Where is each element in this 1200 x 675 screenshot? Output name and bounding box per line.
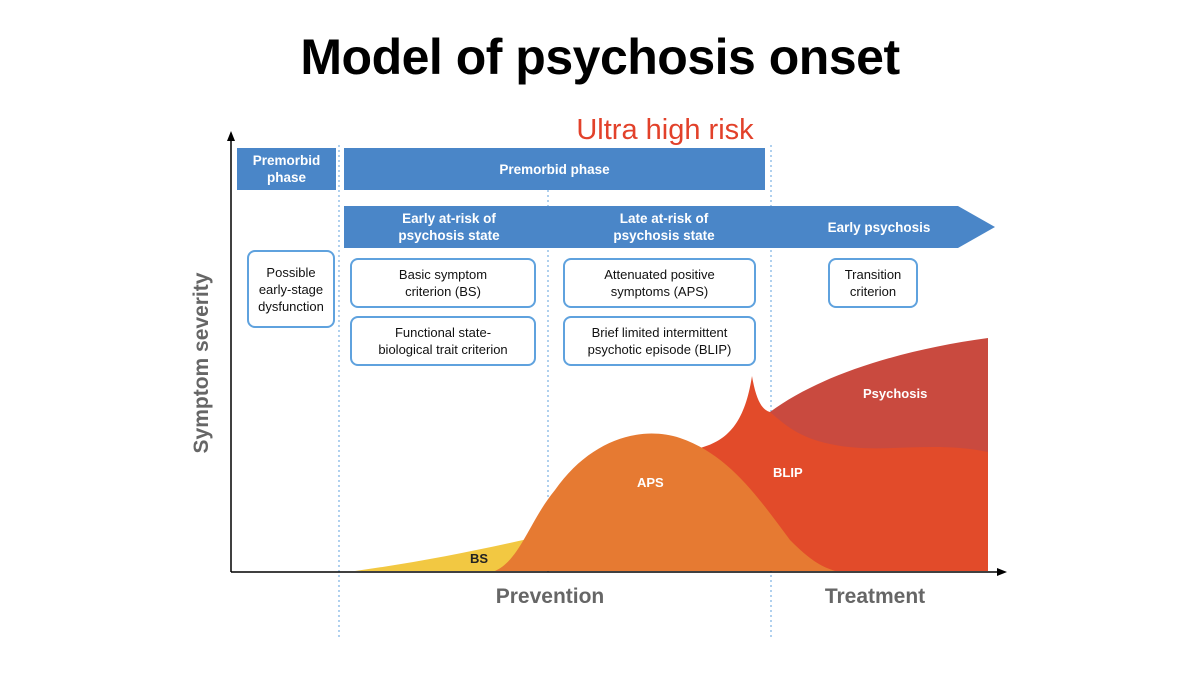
functional-state-box: Functional state- biological trait crite… xyxy=(350,316,536,366)
x-axis-label-treatment: Treatment xyxy=(824,585,926,608)
x-axis-label-prevention: Prevention xyxy=(495,585,605,608)
stage-arrow-bar xyxy=(344,206,995,248)
y-axis-label: Symptom severity xyxy=(190,272,213,454)
blip-box: Brief limited intermittent psychotic epi… xyxy=(563,316,756,366)
basic-symptom-box: Basic symptom criterion (BS) xyxy=(350,258,536,308)
curve-bs xyxy=(355,535,545,571)
late-at-risk-label: Late at-risk of psychosis state xyxy=(613,211,715,243)
diagram-title: Model of psychosis onset xyxy=(300,29,900,85)
attenuated-positive-box: Attenuated positive symptoms (APS) xyxy=(563,258,756,308)
x-axis-arrow xyxy=(997,568,1007,576)
curve-label-blip: BLIP xyxy=(773,465,803,480)
possible-dysfunction-box: Possible early-stage dysfunction xyxy=(247,250,335,328)
premorbid-phase-bar-left: Premorbid phase xyxy=(237,148,336,190)
y-axis-arrow xyxy=(227,131,235,141)
early-psychosis-label: Early psychosis xyxy=(827,219,931,235)
curve-label-psychosis: Psychosis xyxy=(863,386,928,401)
curve-psychosis xyxy=(770,338,988,452)
transition-box: Transition criterion xyxy=(828,258,918,308)
early-at-risk-label: Early at-risk of psychosis state xyxy=(398,211,500,243)
ultra-high-risk-label: Ultra high risk xyxy=(576,114,754,146)
premorbid-phase-bar: Premorbid phase xyxy=(344,148,765,190)
curve-label-bs: BS xyxy=(470,551,489,566)
curve-label-aps: APS xyxy=(637,475,664,490)
curve-aps xyxy=(495,433,835,571)
